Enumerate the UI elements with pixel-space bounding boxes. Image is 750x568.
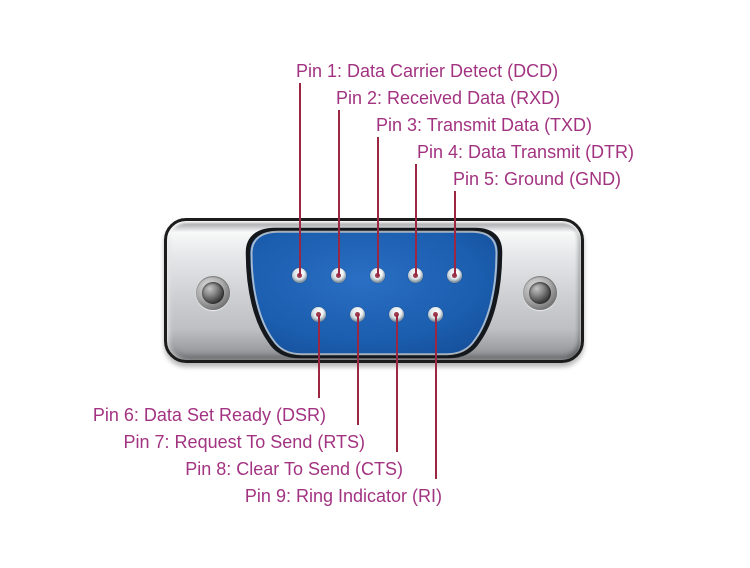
pin-label-9: Pin 9: Ring Indicator (RI) [244, 486, 442, 506]
screw-hole-left-inner [202, 282, 224, 304]
leader-line-pin-2 [338, 110, 340, 276]
leader-line-pin-9 [435, 315, 437, 479]
leader-line-pin-4 [415, 164, 417, 276]
screw-hole-left [196, 276, 230, 310]
leader-line-pin-7 [357, 315, 359, 425]
leader-line-pin-5 [454, 191, 456, 276]
screw-hole-right [523, 276, 557, 310]
leader-line-pin-3 [377, 137, 379, 276]
pin-label-3: Pin 3: Transmit Data (TXD) [376, 115, 593, 135]
pin-label-6: Pin 6: Data Set Ready (DSR) [92, 405, 326, 425]
pin-label-2: Pin 2: Received Data (RXD) [336, 88, 561, 108]
pin-label-7: Pin 7: Request To Send (RTS) [123, 432, 365, 452]
leader-line-pin-8 [396, 315, 398, 452]
pin-label-5: Pin 5: Ground (GND) [453, 169, 622, 189]
leader-line-pin-6 [318, 315, 320, 398]
pin-label-1: Pin 1: Data Carrier Detect (DCD) [296, 61, 559, 81]
pin-label-8: Pin 8: Clear To Send (CTS) [185, 459, 403, 479]
leader-line-pin-1 [299, 83, 301, 276]
screw-hole-right-inner [529, 282, 551, 304]
pin-label-4: Pin 4: Data Transmit (DTR) [417, 142, 635, 162]
